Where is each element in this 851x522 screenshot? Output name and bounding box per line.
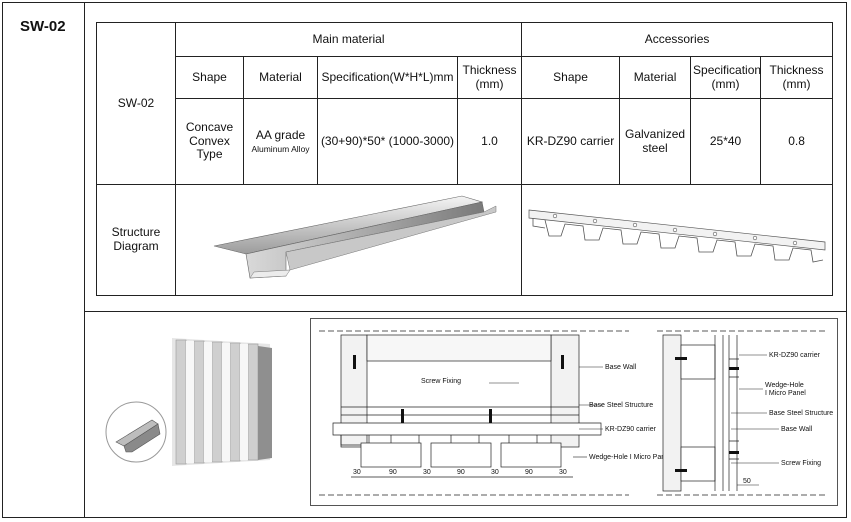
main-material-grade: AA grade (255, 127, 306, 142)
dim-5: 30 (491, 469, 499, 476)
dim-2: 90 (389, 469, 397, 476)
panel-profile-illustration (213, 195, 496, 279)
dim-4: 90 (457, 469, 465, 476)
panel-rendering (172, 338, 272, 466)
acc-col-thickness: Thickness (mm) (760, 56, 834, 99)
carrier-structure-image (521, 184, 834, 296)
middle-divider (84, 311, 847, 312)
acc-material-value: Galvanized steel (619, 98, 692, 185)
label-panel-right-1: Wedge-Hole (765, 382, 804, 389)
label-carrier: KR-DZ90 carrier (605, 426, 657, 433)
main-col-material: Material (243, 56, 318, 99)
acc-thickness-value: 0.8 (760, 98, 834, 185)
dim-3: 30 (423, 469, 431, 476)
product-code: SW-02 (20, 18, 66, 35)
row-label: SW-02 (96, 22, 176, 185)
label-base-wall: Base Wall (605, 364, 637, 371)
acc-spec-value: 25*40 (690, 98, 762, 185)
main-thickness-value: 1.0 (456, 98, 523, 185)
label-screw-fixing-right: Screw Fixing (781, 460, 821, 467)
main-col-spec: Specification(W*H*L)mm (317, 56, 458, 99)
accessories-header: Accessories (521, 22, 834, 57)
main-material-header: Main material (174, 22, 523, 57)
installation-photo (102, 330, 288, 470)
label-panel: Wedge-Hole I Micro Panel (589, 454, 671, 461)
main-spec-value: (30+90)*50* (1000-3000) (317, 98, 458, 185)
main-material-sub: Aluminum Alloy (251, 143, 310, 154)
section-drawing: Screw Fixing Base Wall Base Steel Struct… (319, 330, 833, 496)
label-carrier-right: KR-DZ90 carrier (769, 352, 821, 359)
dimension-row: 30 90 30 90 30 90 30 (353, 469, 567, 476)
main-shape-value: Concave Convex Type (175, 98, 244, 185)
profile-detail-inset (105, 401, 167, 463)
label-base-steel: Base Steel Structure (589, 402, 653, 409)
structure-label: Structure Diagram (96, 184, 176, 296)
main-col-thickness: Thickness (mm) (456, 56, 523, 99)
panel-structure-image (174, 184, 523, 296)
label-panel-right-2: I Micro Panel (765, 390, 806, 397)
main-material-value: AA grade Aluminum Alloy (243, 98, 318, 185)
label-base-steel-right: Base Steel Structure (769, 410, 833, 417)
label-screw-fixing: Screw Fixing (421, 378, 461, 385)
acc-shape-value: KR-DZ90 carrier (521, 98, 621, 185)
dim-7: 30 (559, 469, 567, 476)
acc-col-shape: Shape (521, 56, 621, 99)
acc-col-spec: Specification (mm) (690, 56, 761, 99)
left-divider (84, 2, 85, 518)
dim-6: 90 (525, 469, 533, 476)
installation-drawing: Screw Fixing Base Wall Base Steel Struct… (310, 318, 838, 506)
dim-1: 30 (353, 469, 361, 476)
carrier-illustration (528, 209, 825, 263)
acc-col-material: Material (619, 56, 692, 99)
spec-table: SW-02 Main material Accessories Shape Ma… (96, 22, 834, 296)
main-col-shape: Shape (175, 56, 244, 99)
dim-right: 50 (743, 478, 751, 485)
label-base-wall-right: Base Wall (781, 426, 813, 433)
